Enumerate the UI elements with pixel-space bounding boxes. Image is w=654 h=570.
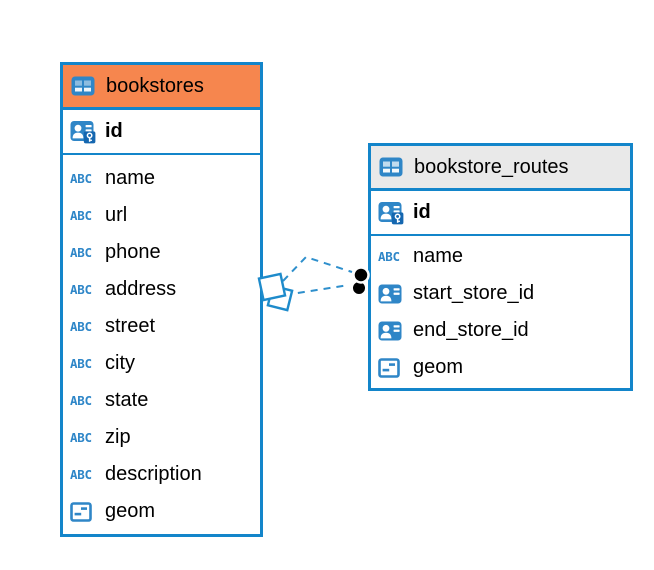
column-row-end-store-id[interactable]: end_store_id [371,312,630,349]
column-row-description[interactable]: ABC description [63,456,260,493]
primary-key-icon [378,201,404,225]
column-name: description [105,463,202,485]
column-row-geom[interactable]: geom [371,349,630,386]
relationship-dot-marker-front [352,266,370,284]
column-row-name[interactable]: ABC name [371,238,630,275]
entity-bookstores-header[interactable]: bookstores [63,65,260,110]
geometry-type-icon [378,357,404,378]
entity-bookstores[interactable]: bookstores id ABC na [60,62,263,537]
column-name: geom [105,500,156,522]
column-name: name [413,245,464,267]
column-row-street[interactable]: ABC street [63,308,260,345]
text-type-icon: ABC [70,208,92,223]
column-row-id[interactable]: id [63,110,260,155]
text-type-icon: ABC [70,430,92,445]
column-name: phone [105,241,161,263]
column-name: city [105,352,135,374]
table-icon [379,157,405,177]
text-type-icon: ABC [70,467,92,482]
entity-bookstore-routes[interactable]: bookstore_routes id ABC [368,143,633,391]
table-icon [71,76,97,96]
text-type-icon: ABC [70,356,92,371]
relationship-line-1[interactable] [282,255,353,282]
text-type-icon: ABC [70,319,92,334]
column-row-zip[interactable]: ABC zip [63,419,260,456]
text-type-icon: ABC [70,171,92,186]
user-reference-icon [378,321,404,341]
column-name: address [105,278,177,300]
column-name: street [105,315,156,337]
column-row-state[interactable]: ABC state [63,382,260,419]
entity-title: bookstores [106,74,204,97]
relationship-dot-marker-back [351,280,367,296]
relationship-line-2[interactable] [284,284,350,296]
user-reference-icon [378,284,404,304]
column-name: zip [105,426,131,448]
column-name: start_store_id [413,282,535,304]
text-type-icon: ABC [70,245,92,260]
primary-key-icon [70,120,96,144]
column-name: id [105,120,123,142]
text-type-icon: ABC [70,282,92,297]
column-row-address[interactable]: ABC address [63,271,260,308]
column-name: geom [413,356,464,378]
column-row-id[interactable]: id [371,191,630,236]
column-row-geom[interactable]: geom [63,493,260,530]
column-list: ABC name ABC url ABC phone ABC address A… [63,155,260,534]
column-name: id [413,201,431,223]
entity-title: bookstore_routes [414,155,569,178]
column-name: end_store_id [413,319,529,341]
column-list: ABC name start_store_id [371,236,630,388]
text-type-icon: ABC [378,249,400,264]
column-row-phone[interactable]: ABC phone [63,234,260,271]
column-row-url[interactable]: ABC url [63,197,260,234]
column-name: state [105,389,149,411]
relationship-diamond-marker-back [266,284,294,312]
geometry-type-icon [70,501,96,522]
column-row-start-store-id[interactable]: start_store_id [371,275,630,312]
column-name: name [105,167,156,189]
column-name: url [105,204,128,226]
entity-bookstore-routes-header[interactable]: bookstore_routes [371,146,630,191]
text-type-icon: ABC [70,393,92,408]
column-row-city[interactable]: ABC city [63,345,260,382]
column-row-name[interactable]: ABC name [63,160,260,197]
